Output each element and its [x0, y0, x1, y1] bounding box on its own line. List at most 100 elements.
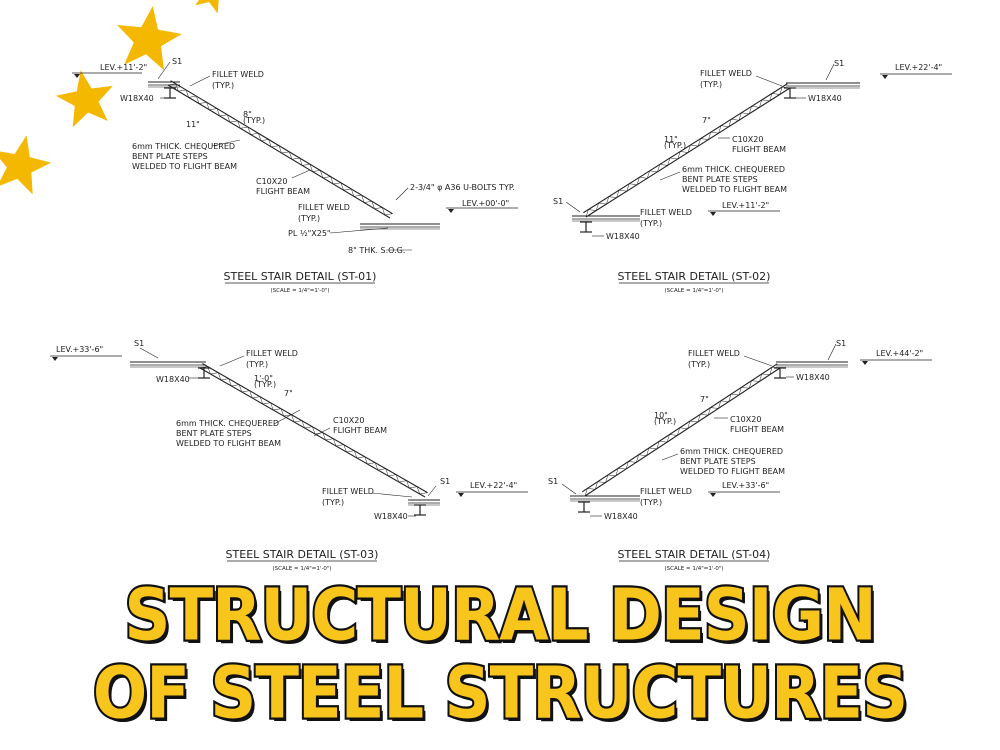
- lacing: [346, 450, 355, 453]
- steps-note: 6mm THICK. CHEQUERED: [132, 142, 235, 151]
- lacing: [409, 486, 418, 489]
- dimension: (TYP.): [243, 116, 265, 125]
- leader-line: [743, 355, 773, 367]
- dimension: 7": [702, 116, 711, 125]
- lacing: [656, 441, 660, 449]
- lacing: [278, 145, 282, 154]
- lacing: [374, 207, 383, 209]
- lacing: [710, 407, 719, 409]
- flight-beam-top: [583, 83, 788, 214]
- weld-note: (TYP.): [640, 498, 662, 507]
- lacing: [615, 468, 619, 476]
- leader-line: [371, 492, 413, 498]
- lacing: [336, 444, 344, 447]
- detail-title: STEEL STAIR DETAIL (ST-02): [618, 270, 771, 283]
- lacing: [227, 114, 231, 123]
- level-marker: [74, 74, 80, 78]
- lacing: [708, 132, 712, 140]
- lacing: [206, 102, 210, 110]
- lacing: [294, 420, 302, 423]
- lacing: [229, 120, 238, 123]
- lacing: [728, 394, 732, 402]
- section-mark: S1: [134, 339, 144, 348]
- lacing: [398, 480, 407, 483]
- lacing: [312, 170, 321, 172]
- weld-note: FILLET WELD: [700, 69, 752, 78]
- lacing: [299, 157, 303, 166]
- lacing: [700, 414, 709, 416]
- steps-note: BENT PLATE STEPS: [680, 457, 756, 466]
- weld-note: FILLET WELD: [298, 203, 350, 212]
- lacing: [598, 202, 607, 205]
- lacing: [325, 438, 334, 441]
- lacing: [587, 488, 596, 490]
- lacing: [689, 420, 698, 423]
- section-mark: S1: [172, 57, 182, 66]
- lacing: [738, 387, 742, 396]
- level-label: LEV.+33'-6": [722, 481, 769, 490]
- lacing: [697, 414, 701, 422]
- detail-scale: (SCALE = 1/4"=1'-0"): [664, 566, 723, 572]
- dimension: (TYP.): [654, 417, 676, 426]
- lacing: [220, 378, 229, 381]
- lacing: [330, 176, 334, 185]
- lacing: [340, 182, 344, 191]
- lacing: [167, 83, 176, 86]
- weld-note: (TYP.): [688, 360, 710, 369]
- lacing: [728, 119, 732, 127]
- leader-line: [157, 61, 171, 80]
- level-marker: [448, 209, 454, 213]
- lacing: [356, 456, 365, 459]
- lacing: [175, 83, 179, 92]
- beam-label: W18X40: [374, 512, 408, 521]
- level-marker: [458, 493, 464, 497]
- lacing: [374, 462, 379, 471]
- lacing: [322, 432, 326, 441]
- lacing: [289, 151, 293, 160]
- weld-note: (TYP.): [298, 214, 320, 223]
- lacing: [280, 408, 284, 417]
- section-mark: S1: [553, 197, 563, 206]
- beam-label: W18X40: [606, 232, 640, 241]
- lacing: [625, 461, 629, 470]
- section-mark: S1: [440, 477, 450, 486]
- lacing: [241, 390, 250, 393]
- dimension: 1'-0": [254, 374, 273, 383]
- lacing: [731, 119, 740, 121]
- lacing: [364, 201, 372, 203]
- weld-note: FILLET WELD: [212, 70, 264, 79]
- leader-line: [273, 409, 301, 425]
- lacing: [659, 441, 668, 443]
- lacing: [608, 196, 617, 198]
- steps-note: 6mm THICK. CHEQUERED: [176, 419, 279, 428]
- flight-beam-note: C10X20: [256, 177, 287, 186]
- lacing: [240, 126, 249, 129]
- lacing: [419, 492, 428, 495]
- lacing: [646, 447, 650, 456]
- leader-line: [565, 201, 581, 213]
- dimension: (TYP.): [664, 141, 686, 150]
- lacing: [304, 426, 313, 429]
- lacing: [606, 196, 610, 205]
- lacing: [595, 481, 598, 490]
- lacing: [687, 421, 691, 429]
- lacing: [618, 467, 627, 470]
- steps-note: WELDED TO FLIGHT BEAM: [132, 162, 237, 171]
- lacing: [680, 151, 689, 153]
- lacing: [178, 89, 187, 92]
- flight-beam-note: C10X20: [732, 135, 763, 144]
- weld-note: (TYP.): [322, 498, 344, 507]
- level-marker: [710, 493, 716, 497]
- beam-label: W18X40: [808, 94, 842, 103]
- star-icon: [0, 132, 55, 198]
- lacing: [237, 120, 241, 129]
- lacing: [751, 106, 760, 108]
- leader-line: [313, 427, 331, 437]
- steps-note: BENT PLATE STEPS: [176, 429, 252, 438]
- lacing: [731, 393, 739, 396]
- beam-label: W18X40: [796, 373, 830, 382]
- leader-line: [139, 347, 159, 359]
- level-marker: [862, 361, 868, 365]
